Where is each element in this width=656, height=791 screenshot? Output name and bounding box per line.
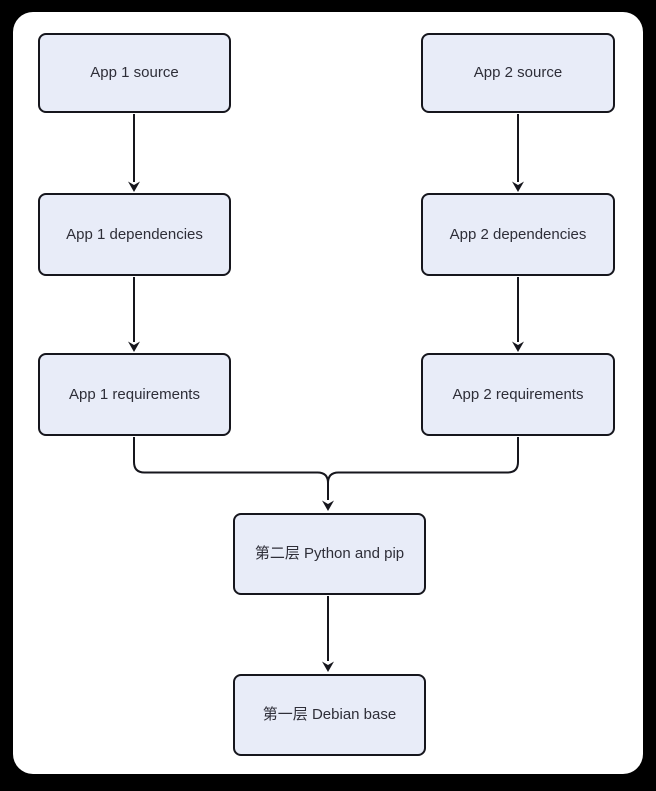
node-label: 第二层 Python and pip [254, 545, 405, 562]
node-label: App 1 requirements [69, 385, 200, 403]
node-app2-requirements: App 2 requirements [421, 353, 615, 436]
node-app2-source: App 2 source [421, 33, 615, 113]
node-label: App 1 dependencies [66, 225, 203, 243]
node-app1-requirements: App 1 requirements [38, 353, 231, 436]
node-label: App 2 requirements [452, 385, 584, 403]
node-label: App 1 source [90, 64, 179, 81]
node-label: 第一层 Debian base [262, 706, 397, 723]
node-app1-source: App 1 source [38, 33, 231, 113]
node-label: App 2 dependencies [449, 225, 587, 243]
node-app2-dependencies: App 2 dependencies [421, 193, 615, 276]
node-app1-dependencies: App 1 dependencies [38, 193, 231, 276]
node-layer1-debian-base: 第一层 Debian base [233, 674, 426, 756]
node-label: App 2 source [473, 64, 563, 81]
node-layer2-python-pip: 第二层 Python and pip [233, 513, 426, 595]
